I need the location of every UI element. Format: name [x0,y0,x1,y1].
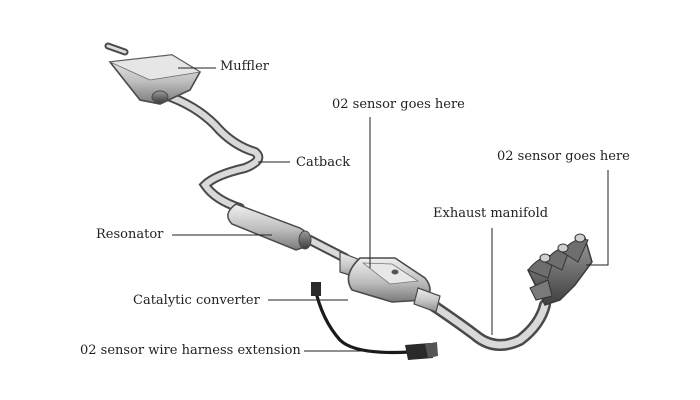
muffler-body [104,42,202,105]
label-o2-sensor-top: 02 sensor goes here [332,97,465,112]
exhaust-manifold-body [527,233,593,306]
label-wire-harness-extension: 02 sensor wire harness extension [80,343,301,358]
exhaust-pipe [160,90,551,351]
leader-lines [172,67,609,352]
label-catback: Catback [296,155,351,170]
resonator-body [227,203,312,251]
label-resonator: Resonator [96,227,164,242]
label-catalytic-converter: Catalytic converter [133,293,260,308]
leader-o2-right [586,170,609,266]
catalytic-converter-body [339,251,441,313]
label-o2-sensor-right: 02 sensor goes here [497,149,630,164]
label-muffler: Muffler [220,59,269,74]
wire-harness-extension [311,282,438,360]
label-exhaust-manifold: Exhaust manifold [433,206,549,221]
